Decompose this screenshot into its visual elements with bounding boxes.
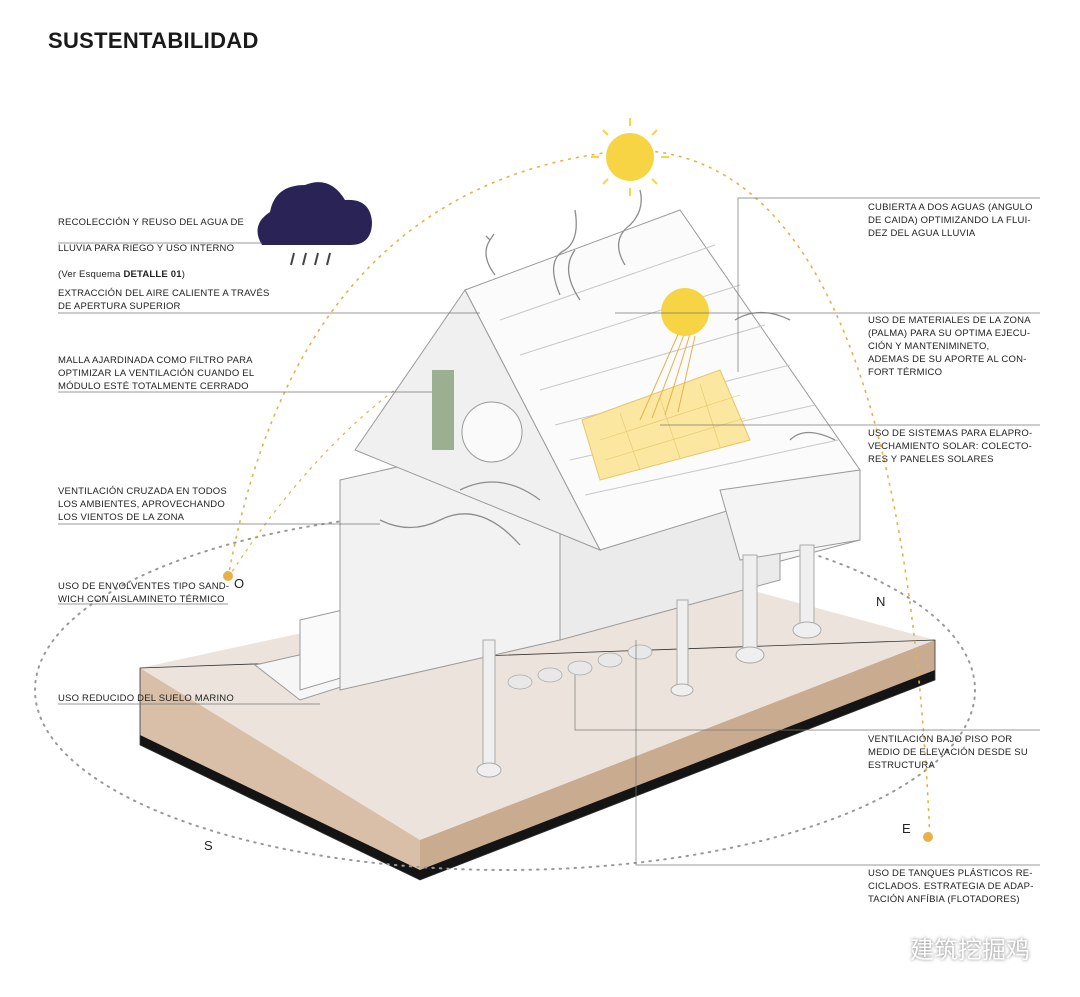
label-materials: USO DE MATERIALES DE LA ZONA (PALMA) PAR… [868,315,1031,378]
west-marker [223,571,233,581]
sun-icon [591,118,669,196]
label-solar: USO DE SISTEMAS PARA ELAPRO- VECHAMIENTO… [868,428,1033,465]
stilts [476,544,822,778]
compass-south: S [204,838,213,853]
label-hot-air-extraction: EXTRACCIÓN DEL AIRE CALIENTE A TRAVÉS DE… [58,288,270,312]
label-rain-collection: RECOLECCIÓN Y REUSO DEL AGUA DE LLUVIA P… [58,203,258,281]
label-tanks: USO DE TANQUES PLÁSTICOS RE- CICLADOS. E… [868,868,1034,905]
hot-air-arrows [485,189,642,301]
page-title: SUSTENTABILIDAD [48,28,259,53]
watermark-text: 建筑挖掘鸡 [910,936,1030,964]
label-rain-line2: LLUVIA PARA RIEGO Y USO INTERNO [58,243,235,254]
label-cross-ventilation: VENTILACIÓN CRUZADA EN TODOS LOS AMBIENT… [58,486,227,523]
label-rain-line3a: (Ver Esquema [58,269,124,280]
watermark: 建筑挖掘鸡 [868,930,1030,965]
cloud-rain-icon [257,182,372,266]
label-garden-mesh: MALLA AJARDINADA COMO FILTRO PARA OPTIMI… [58,355,255,392]
label-under-floor: VENTILACIÓN BAJO PISO POR MEDIO DE ELEVA… [868,734,1028,771]
sun-on-roof-icon [661,288,709,336]
label-roof: CUBIERTA A DOS AGUAS (ANGULO DE CAIDA) O… [868,202,1033,239]
compass-west: O [234,576,245,591]
wechat-icon [868,933,901,961]
floats [507,644,653,690]
label-rain-line3c: ) [181,269,186,280]
leader-lines [58,197,1040,866]
compass-east: E [902,821,911,836]
east-marker [923,832,933,842]
compass-north: N [876,594,886,609]
wind-orbit [34,509,976,871]
sun-rays [639,329,696,421]
label-rain-line3b: DETALLE 01 [123,269,182,280]
label-sandwich-envelope: USO DE ENVOLVENTES TIPO SAND- WICH CON A… [58,581,230,605]
label-seabed: USO REDUCIDO DEL SUELO MARINO [58,693,234,704]
label-rain-line1: RECOLECCIÓN Y REUSO DEL AGUA DE [58,217,245,228]
wind-arrows [379,311,836,546]
house [253,209,861,701]
